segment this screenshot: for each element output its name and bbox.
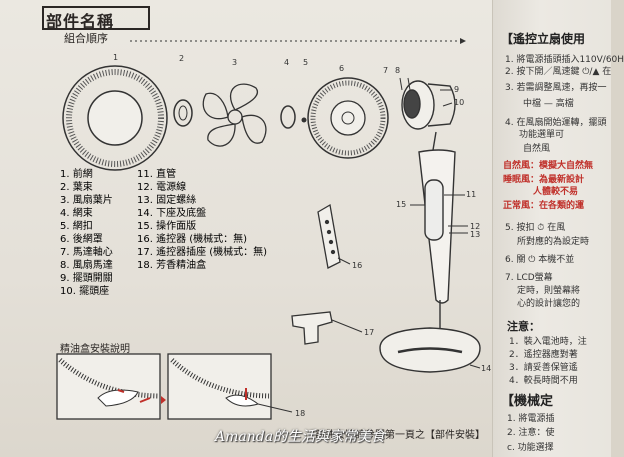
oil-box-install-panel-2 (167, 353, 272, 420)
parts-diagram (56, 38, 481, 420)
assembly-footer-note: 部件安裝請參照第一頁之【部件安裝】 (315, 430, 485, 441)
part-item: 6. 後網罩 (60, 234, 103, 245)
sleep-wind-note: 睡眠風：為最新設計 (503, 175, 585, 185)
notes-title: 注意： (507, 320, 540, 333)
fan-blade-illustration (202, 83, 267, 147)
blade-nut-illustration (173, 99, 193, 127)
oil-box-caption: 精油盒安裝說明 (60, 344, 130, 355)
callout-10: 10 (454, 98, 465, 107)
part-item: 16. 遙控器 (機械式：無) (137, 234, 248, 245)
mech-line: 2. 注意：使 (507, 428, 555, 438)
usage-line: 7. LCD螢幕 (505, 273, 553, 283)
parts-list-col1: 1. 前網 2. 葉束 3. 風扇葉片 4. 網束 5. 網扣 6. 後網罩 7… (60, 168, 113, 298)
note-item: 1．裝入電池時，注 (509, 337, 587, 347)
part-item: 15. 操作面版 (137, 221, 197, 232)
part-item: 14. 下座及底盤 (137, 208, 207, 219)
manual-page-right: 【遙控立扇使用 1. 將電源插頭插入110V/60H 2. 按下開／風速鍵 ⏻/… (492, 0, 624, 457)
callout-1: 1 (113, 53, 119, 62)
callout-12: 12 (470, 222, 481, 231)
natural-wind-note: 自然風：模擬大自然無 (503, 161, 594, 171)
callout-13: 13 (470, 230, 481, 239)
part-item: 10. 擺頭座 (60, 286, 110, 297)
callout-8: 8 (395, 66, 401, 75)
part-item: 3. 風扇葉片 (60, 195, 113, 206)
part-item: 18. 芳香精油盒 (137, 260, 207, 271)
usage-line: 心的設計讓您的 (517, 299, 581, 309)
part-item: 2. 葉束 (60, 182, 93, 193)
rear-grill-illustration (307, 77, 389, 159)
remote-control-illustration (317, 203, 341, 269)
sleep-wind-note-2: 人體較不易 (533, 187, 579, 197)
callout-11: 11 (466, 190, 477, 199)
usage-line: 所對應的為設定時 (517, 237, 590, 247)
usage-line: 3. 若需調整風速，再按一 (505, 83, 607, 93)
oil-box-install-panel-1 (56, 353, 161, 420)
part-item: 12. 電源線 (137, 182, 187, 193)
front-grill-illustration (62, 65, 168, 171)
usage-line: 定時，則螢幕將 (517, 286, 581, 296)
part-item: 7. 馬達軸心 (60, 247, 113, 258)
usage-line: 1. 將電源插頭插入110V/60H (505, 55, 624, 65)
usage-line: 5. 按扣 ⏱ 在風 (505, 223, 566, 233)
parts-list-col2: 11. 直管 12. 電源線 13. 固定螺絲 14. 下座及底盤 15. 操作… (137, 168, 267, 272)
usage-line: 中檔 — 高檔 (523, 99, 574, 109)
part-item: 11. 直管 (137, 169, 177, 180)
part-item: 5. 網扣 (60, 221, 93, 232)
assembled-fan-illustration (379, 80, 481, 373)
callout-2: 2 (179, 54, 185, 63)
note-item: 2．遙控器應對著 (509, 350, 578, 360)
callout-4: 4 (284, 58, 290, 67)
callout-7: 7 (383, 66, 389, 75)
part-item: 13. 固定螺絲 (137, 195, 197, 206)
callout-3: 3 (232, 58, 238, 67)
oil-box-arrow (161, 396, 166, 404)
mechanical-section-title: 【機械定 (501, 394, 554, 409)
remote-holder-illustration (291, 311, 333, 345)
page-title: 部件名稱 (46, 12, 115, 31)
usage-line: 自然風 (523, 144, 551, 154)
callout-14: 14 (481, 364, 492, 373)
photo-watermark: Amanda的生活與家常美食 (215, 429, 386, 445)
remote-fan-usage-title: 【遙控立扇使用 (501, 32, 586, 46)
callout-16: 16 (352, 261, 363, 270)
assembly-order-label: 組合順序 (64, 32, 108, 45)
title-box (42, 6, 150, 30)
callout-15: 15 (396, 200, 407, 209)
callout-18: 18 (295, 409, 306, 418)
net-clamp-illustration (280, 105, 296, 129)
part-item: 9. 擺頭開關 (60, 273, 113, 284)
usage-line: 4. 在風扇開始運轉，擺頭 (505, 118, 607, 128)
usage-line: 6. 關 ⏻ 本機不並 (505, 255, 575, 265)
part-item: 1. 前網 (60, 169, 93, 180)
callout-5: 5 (303, 58, 309, 67)
callout-17: 17 (364, 328, 375, 337)
mech-line: 1. 將電源插 (507, 414, 555, 424)
part-item: 17. 遙控器插座 (機械式：無) (137, 247, 268, 258)
note-item: 3．請妥善保管遙 (509, 363, 578, 373)
usage-line: 2. 按下開／風速鍵 ⏻/▲ 在 (505, 67, 612, 77)
note-item: 4．較長時間不用 (509, 376, 578, 386)
mech-line: c. 功能選擇 (507, 443, 554, 453)
callout-9: 9 (454, 85, 460, 94)
callout-6: 6 (339, 64, 345, 73)
part-item: 4. 網束 (60, 208, 93, 219)
net-buckle-illustration (301, 117, 307, 123)
order-arrow-head (460, 38, 466, 44)
normal-wind-note: 正常風：在各類的運 (503, 201, 585, 211)
usage-line: 功能選單可 (519, 130, 565, 140)
part-item: 8. 風扇馬達 (60, 260, 113, 271)
